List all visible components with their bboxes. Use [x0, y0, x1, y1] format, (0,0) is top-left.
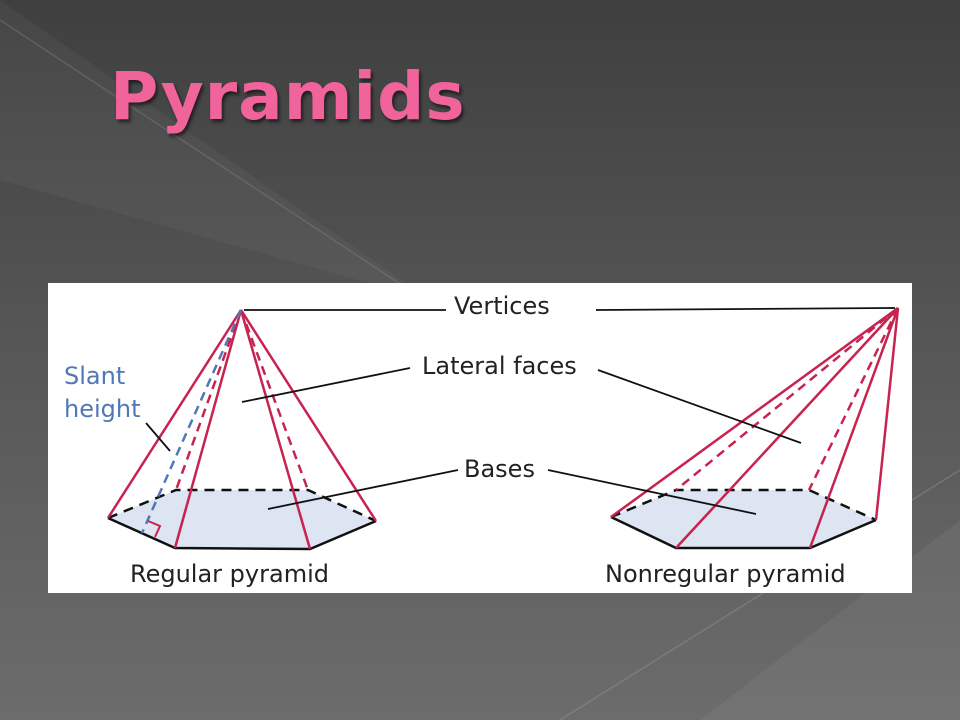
lateral-faces-label: Lateral faces — [422, 352, 577, 380]
right-angle-marker — [147, 520, 162, 538]
regular-lateral-edge — [239, 309, 378, 522]
nonregular-base — [611, 490, 876, 548]
bases-leader-left — [267, 469, 459, 510]
nonregular-lateral-edge — [610, 306, 899, 519]
height-label: height — [64, 395, 141, 423]
regular-hidden-lateral-edge — [239, 309, 310, 491]
regular-base — [108, 490, 376, 549]
pyramid-diagram-panel: Vertices Lateral faces Bases Slant heigh… — [48, 283, 912, 593]
pyramid-diagram: Vertices Lateral faces Bases Slant heigh… — [64, 292, 900, 588]
lateral-faces-leader-right — [597, 369, 802, 444]
regular-pyramid-caption: Regular pyramid — [130, 560, 329, 588]
nonregular-base-visible-edges — [610, 515, 877, 550]
slant-label: Slant — [64, 362, 125, 390]
regular-base-hidden-edges — [107, 488, 377, 523]
regular-lateral-edge — [173, 309, 243, 549]
nonregular-hidden-lateral-edge — [675, 307, 899, 491]
nonregular-pyramid-caption: Nonregular pyramid — [605, 560, 846, 588]
leader-lines — [145, 307, 896, 515]
slant-height-line — [140, 309, 243, 534]
bases-leader-right — [547, 469, 757, 515]
bases-label: Bases — [464, 455, 535, 483]
nonregular-hidden-lateral-edge — [807, 307, 900, 491]
regular-hidden-lateral-edge — [174, 309, 243, 491]
nonregular-lateral-edge — [808, 307, 900, 549]
lateral-faces-leader-left — [241, 367, 411, 403]
vertices-label: Vertices — [454, 292, 550, 320]
vertices-leader-right — [595, 307, 896, 311]
nonregular-pyramid — [610, 306, 900, 550]
nonregular-base-hidden-edges — [610, 488, 877, 522]
regular-lateral-edge — [106, 309, 243, 519]
regular-lateral-edge — [239, 309, 312, 550]
regular-base-visible-edges — [107, 516, 377, 551]
nonregular-lateral-edge — [874, 307, 900, 521]
slant-height-leader — [145, 422, 171, 452]
nonregular-lateral-edge — [675, 307, 899, 549]
slide-title: Pyramids — [110, 58, 466, 135]
regular-pyramid — [106, 309, 378, 551]
